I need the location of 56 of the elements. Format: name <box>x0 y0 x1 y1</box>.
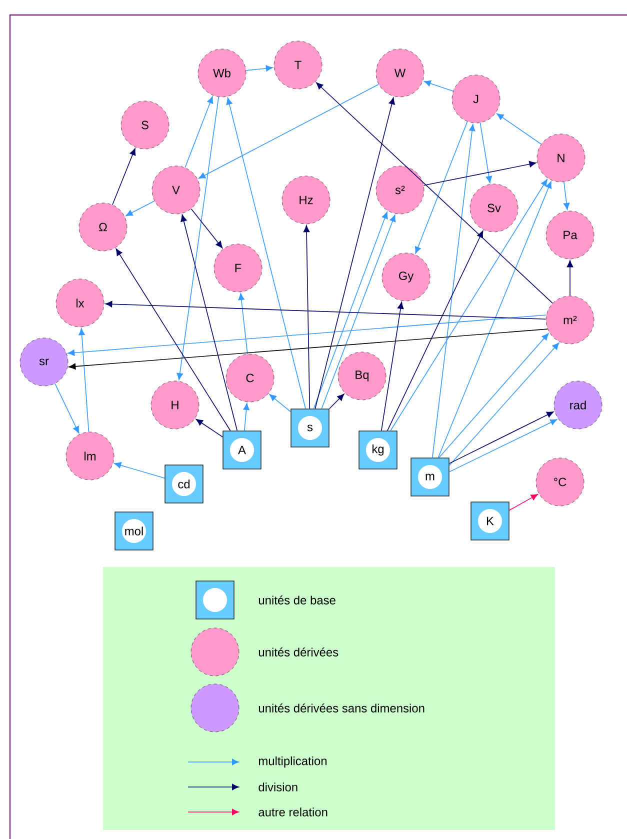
arrow <box>176 96 220 380</box>
legend-label: unités de base <box>258 596 336 604</box>
arrow <box>126 200 155 216</box>
arrow <box>496 113 542 145</box>
arrow <box>238 293 248 354</box>
arrow <box>226 98 306 409</box>
legend-label: autre relation <box>258 808 328 816</box>
legend-label: unités dérivées <box>258 648 338 656</box>
arrow <box>243 403 250 431</box>
arrow <box>423 161 536 186</box>
arrow <box>449 342 560 466</box>
arrow <box>68 314 547 356</box>
arrow <box>449 419 558 472</box>
arrow <box>432 124 476 458</box>
base-unit-box: cd <box>164 464 204 504</box>
arrow <box>114 462 165 478</box>
arrow <box>314 97 395 409</box>
legend-label: unités dérivées sans dimension <box>258 704 424 712</box>
arrow <box>390 179 548 431</box>
arrow <box>112 148 136 206</box>
arrow <box>116 248 231 431</box>
arrow <box>329 394 344 409</box>
arrow <box>387 230 484 431</box>
arrow <box>184 96 214 168</box>
base-unit-box: K <box>470 502 510 540</box>
arrow <box>180 214 238 431</box>
base-unit-box: m <box>410 458 450 496</box>
arrow <box>105 300 546 320</box>
arrow <box>381 302 404 431</box>
arrow <box>313 212 388 409</box>
arrow <box>269 394 291 412</box>
arrow <box>246 65 273 72</box>
arrow <box>190 208 223 248</box>
arrow <box>321 214 396 409</box>
base-unit-box: kg <box>358 430 398 470</box>
arrow <box>563 182 570 210</box>
arrow <box>449 412 554 464</box>
arrow <box>198 84 380 179</box>
base-unit-box: A <box>222 430 262 470</box>
base-unit-box: s <box>290 408 330 448</box>
arrow <box>566 260 574 296</box>
arrow <box>303 225 310 409</box>
arrow <box>414 121 468 254</box>
arrow <box>438 333 549 458</box>
arrow <box>438 181 552 458</box>
arrow <box>78 328 90 432</box>
arrow <box>424 80 454 92</box>
base-unit-box: mol <box>114 512 154 550</box>
arrow <box>196 418 223 438</box>
arrow <box>68 328 548 370</box>
arrow <box>54 383 80 434</box>
arrow <box>480 122 492 184</box>
legend-label: division <box>258 782 298 792</box>
arrow <box>316 82 553 304</box>
arrow <box>509 494 538 511</box>
legend-label: multiplication <box>259 756 327 768</box>
